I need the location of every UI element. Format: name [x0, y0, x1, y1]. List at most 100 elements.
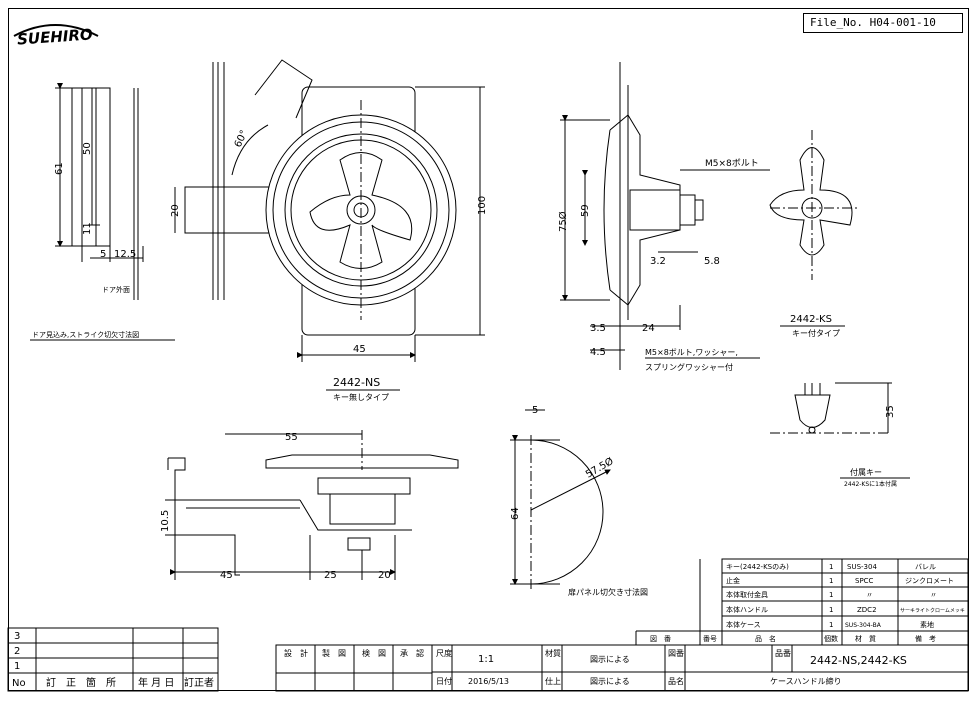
title-block	[275, 644, 969, 692]
svg-text:SUS-304-BA: SUS-304-BA	[845, 622, 882, 629]
svg-text:日付: 日付	[436, 676, 452, 686]
svg-text:〃: 〃	[930, 591, 937, 599]
svg-text:品 名: 品 名	[755, 634, 776, 643]
dim-4-5: 4.5	[590, 347, 606, 358]
svg-text:本体取付金具: 本体取付金具	[726, 590, 768, 599]
type-ks: キー付タイプ	[792, 328, 840, 338]
dim-35: 35	[885, 405, 896, 418]
cutout-caption: 扉パネル切欠き寸法図	[568, 587, 648, 597]
svg-text:〃: 〃	[866, 591, 873, 599]
svg-text:ZDC2: ZDC2	[857, 606, 877, 614]
title-block-text: 設 計 製 図 検 図 承 認 尺度 1:1 材質 図示による 図番 品番 24…	[284, 648, 907, 686]
svg-text:仕上: 仕上	[545, 676, 561, 686]
svg-text:2442-NS,2442-KS: 2442-NS,2442-KS	[810, 654, 907, 667]
front-view	[174, 59, 485, 362]
key-note: 2442-KSに1本付属	[844, 480, 897, 488]
dim-3-5: 3.5	[590, 323, 606, 334]
dim-20: 20	[170, 204, 181, 217]
dim-100: 100	[477, 196, 488, 215]
parts-table	[635, 558, 969, 646]
svg-text:本体ハンドル: 本体ハンドル	[726, 605, 768, 614]
svg-text:素地: 素地	[920, 620, 934, 629]
svg-text:材 質: 材 質	[855, 634, 876, 643]
dim-50: 50	[82, 142, 93, 155]
svg-text:サーキライトクロームメッキ: サーキライトクロームメッキ	[900, 608, 965, 614]
dim-5-cut: 5	[532, 405, 538, 416]
svg-text:図示による: 図示による	[590, 677, 630, 686]
section-view	[560, 62, 770, 370]
svg-text:バレル: バレル	[915, 563, 936, 571]
dim-3-2: 3.2	[650, 256, 666, 267]
bottom-view	[165, 430, 459, 580]
svg-text:1: 1	[829, 577, 833, 585]
svg-text:1:1: 1:1	[478, 654, 494, 665]
dim-45: 45	[353, 344, 366, 355]
svg-text:材質: 材質	[545, 648, 561, 658]
suehiro-logo: SUEHIRO	[13, 24, 99, 49]
svg-text:備 考: 備 考	[915, 634, 936, 643]
dim-24: 24	[642, 323, 655, 334]
svg-text:SUS-304: SUS-304	[847, 563, 877, 571]
dim-25: 25	[324, 570, 337, 581]
dim-59: 59	[580, 204, 591, 217]
dim-20-bottom: 20	[378, 570, 391, 581]
dim-10-5: 10.5	[160, 510, 171, 532]
svg-text:個数: 個数	[824, 634, 838, 643]
key-label: 付属キー	[850, 467, 882, 477]
svg-text:キー(2442-KSのみ): キー(2442-KSのみ)	[726, 563, 789, 571]
side-view-left	[30, 83, 175, 341]
dim-55: 55	[285, 432, 298, 443]
svg-text:No: No	[12, 678, 26, 689]
dim-57-5: 57.5Ø	[584, 455, 616, 481]
svg-text:ケースハンドル締り: ケースハンドル締り	[770, 676, 842, 686]
door-outer-label: ドア外面	[102, 285, 130, 294]
svg-text:年 月 日: 年 月 日	[138, 676, 174, 689]
svg-text:図番: 図番	[668, 648, 684, 658]
svg-text:1: 1	[829, 606, 833, 614]
bolt-label: M5×8ボルト	[705, 158, 759, 169]
model-ks: 2442-KS	[790, 314, 832, 325]
svg-text:製 図: 製 図	[322, 648, 346, 658]
svg-text:2: 2	[14, 646, 20, 657]
svg-text:設 計: 設 計	[284, 648, 308, 658]
svg-text:承 認: 承 認	[400, 648, 424, 658]
svg-text:尺度: 尺度	[436, 648, 452, 658]
svg-text:SPCC: SPCC	[855, 577, 874, 585]
type-ns: キー無しタイプ	[333, 392, 389, 402]
dim-11: 11	[82, 222, 93, 235]
file-number: File_No. H04-001-10	[803, 13, 963, 33]
svg-text:2016/5/13: 2016/5/13	[468, 677, 509, 686]
svg-text:本体ケース: 本体ケース	[726, 620, 761, 629]
revision-rows: 3 2 1 No 訂 正 箇 所 年 月 日 訂正者	[12, 631, 214, 689]
svg-text:1: 1	[14, 661, 20, 672]
svg-text:図 番: 図 番	[650, 635, 671, 643]
svg-text:止金: 止金	[726, 576, 740, 585]
svg-text:1: 1	[829, 621, 833, 629]
svg-text:SUEHIRO: SUEHIRO	[17, 25, 94, 48]
svg-text:検 図: 検 図	[362, 648, 386, 658]
model-ns: 2442-NS	[333, 376, 380, 389]
dim-45-bottom: 45	[220, 570, 233, 581]
dim-5: 5	[100, 249, 106, 260]
cutout-view	[510, 409, 611, 590]
dim-75: 75Ø	[557, 211, 569, 232]
dim-61: 61	[54, 162, 65, 175]
svg-text:訂 正 箇 所: 訂 正 箇 所	[46, 676, 116, 689]
parts-rows: キー(2442-KSのみ) 1 SUS-304 バレル 止金 1 SPCC ジン…	[650, 563, 965, 643]
svg-text:品番: 品番	[775, 648, 791, 658]
revision-table	[7, 627, 219, 692]
svg-text:3: 3	[14, 631, 20, 642]
strike-caption: ドア見込み,ストライク切欠寸法図	[32, 330, 139, 339]
svg-text:図示による: 図示による	[590, 655, 630, 664]
svg-text:訂正者: 訂正者	[184, 676, 214, 689]
ks-view	[769, 130, 892, 434]
dim-64: 64	[510, 507, 521, 520]
svg-text:ジンクロメート: ジンクロメート	[905, 577, 954, 585]
note-washer: スプリングワッシャー付	[645, 362, 733, 372]
svg-text:1: 1	[829, 591, 833, 599]
svg-text:品名: 品名	[668, 676, 684, 686]
svg-text:番号: 番号	[703, 635, 717, 643]
note-bolt: M5×8ボルト,ワッシャー,	[645, 348, 738, 357]
dim-5-8: 5.8	[704, 256, 720, 267]
